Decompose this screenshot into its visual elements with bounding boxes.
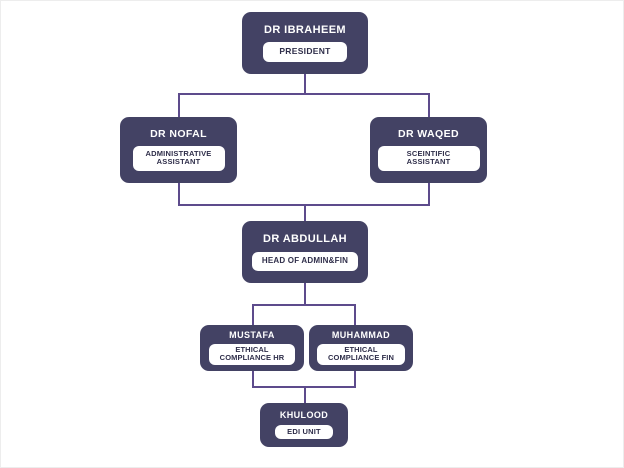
org-node-role: HEAD OF ADMIN&FIN: [251, 251, 359, 271]
connector-down-to-waqed: [428, 93, 430, 117]
connector-down-to-muhammad: [354, 304, 356, 325]
connector-mustafa-down: [252, 371, 254, 387]
connector-ibraheem-down: [304, 73, 306, 94]
org-node-title: MUHAMMAD: [331, 330, 391, 341]
connector-down-to-abdullah: [304, 204, 306, 221]
org-node-muhammad[interactable]: MUHAMMAD ETHICAL COMPLIANCE FIN: [309, 325, 413, 371]
org-node-title: DR NOFAL: [150, 128, 207, 141]
org-node-title: DR WAQED: [398, 128, 459, 141]
org-node-ibraheem[interactable]: DR IBRAHEEM PRESIDENT: [242, 12, 368, 74]
org-node-title: KHULOOD: [279, 409, 329, 420]
connector-bus-level4: [252, 304, 356, 306]
org-node-role: SCEINTIFIC ASSISTANT: [377, 145, 480, 171]
connector-down-to-nofal: [178, 93, 180, 117]
connector-abdullah-down: [304, 283, 306, 305]
connector-bus-level2: [178, 93, 430, 95]
org-node-nofal[interactable]: DR NOFAL ADMINISTRATIVE ASSISTANT: [120, 117, 237, 183]
org-node-role: ETHICAL COMPLIANCE HR: [209, 344, 295, 365]
org-node-abdullah[interactable]: DR ABDULLAH HEAD OF ADMIN&FIN: [242, 221, 368, 283]
connector-muhammad-down: [354, 371, 356, 387]
org-node-waqed[interactable]: DR WAQED SCEINTIFIC ASSISTANT: [370, 117, 487, 183]
org-node-role: ADMINISTRATIVE ASSISTANT: [132, 145, 225, 171]
org-node-title: DR IBRAHEEM: [263, 24, 346, 37]
org-node-role: PRESIDENT: [263, 42, 347, 62]
connector-nofal-down: [178, 183, 180, 205]
org-node-title: MUSTAFA: [229, 330, 275, 341]
org-node-title: DR ABDULLAH: [262, 233, 348, 246]
org-node-mustafa[interactable]: MUSTAFA ETHICAL COMPLIANCE HR: [200, 325, 304, 371]
org-node-role: ETHICAL COMPLIANCE FIN: [317, 344, 405, 365]
org-node-role: EDI UNIT: [275, 424, 333, 440]
org-node-khulood[interactable]: KHULOOD EDI UNIT: [260, 403, 348, 447]
connector-down-to-mustafa: [252, 304, 254, 325]
connector-waqed-down: [428, 183, 430, 205]
connector-down-to-khulood: [304, 386, 306, 403]
